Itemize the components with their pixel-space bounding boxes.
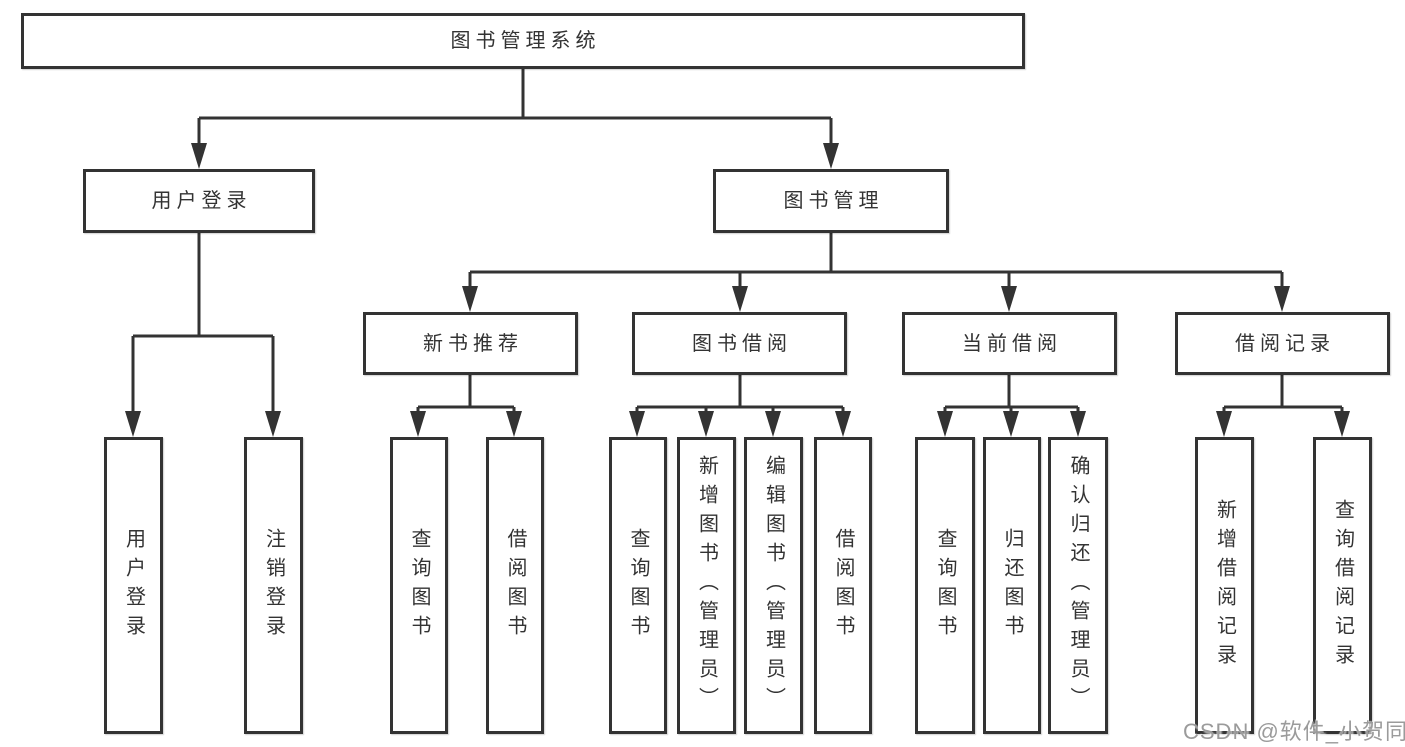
leaf-current-confirm-return-admin: 确认归还（管理员） — [1048, 437, 1108, 734]
node-book-management: 图书管理 — [713, 169, 949, 233]
leaf-borrow-add-books-admin: 新增图书（管理员） — [677, 437, 736, 734]
leaf-logout: 注销登录 — [244, 437, 303, 734]
node-user-login: 用户登录 — [83, 169, 315, 233]
csdn-watermark: CSDN @软件_小贺同学 — [1183, 719, 1405, 744]
leaf-borrow-edit-books-admin: 编辑图书（管理员） — [744, 437, 803, 734]
leaf-current-query-books: 查询图书 — [915, 437, 975, 734]
node-book-borrow: 图书借阅 — [632, 312, 847, 375]
node-current-borrow: 当前借阅 — [902, 312, 1117, 375]
leaf-user-login: 用户登录 — [104, 437, 163, 734]
node-new-book-recommend: 新书推荐 — [363, 312, 578, 375]
leaf-current-return-books: 归还图书 — [983, 437, 1041, 734]
node-root-library-system: 图书管理系统 — [21, 13, 1025, 69]
leaf-recommend-borrow-books: 借阅图书 — [486, 437, 544, 734]
leaf-recommend-query-books: 查询图书 — [390, 437, 448, 734]
node-borrow-records: 借阅记录 — [1175, 312, 1390, 375]
leaf-records-query-record: 查询借阅记录 — [1313, 437, 1372, 734]
leaf-records-add-record: 新增借阅记录 — [1195, 437, 1254, 734]
leaf-borrow-query-books: 查询图书 — [609, 437, 667, 734]
leaf-borrow-borrow-books: 借阅图书 — [814, 437, 872, 734]
